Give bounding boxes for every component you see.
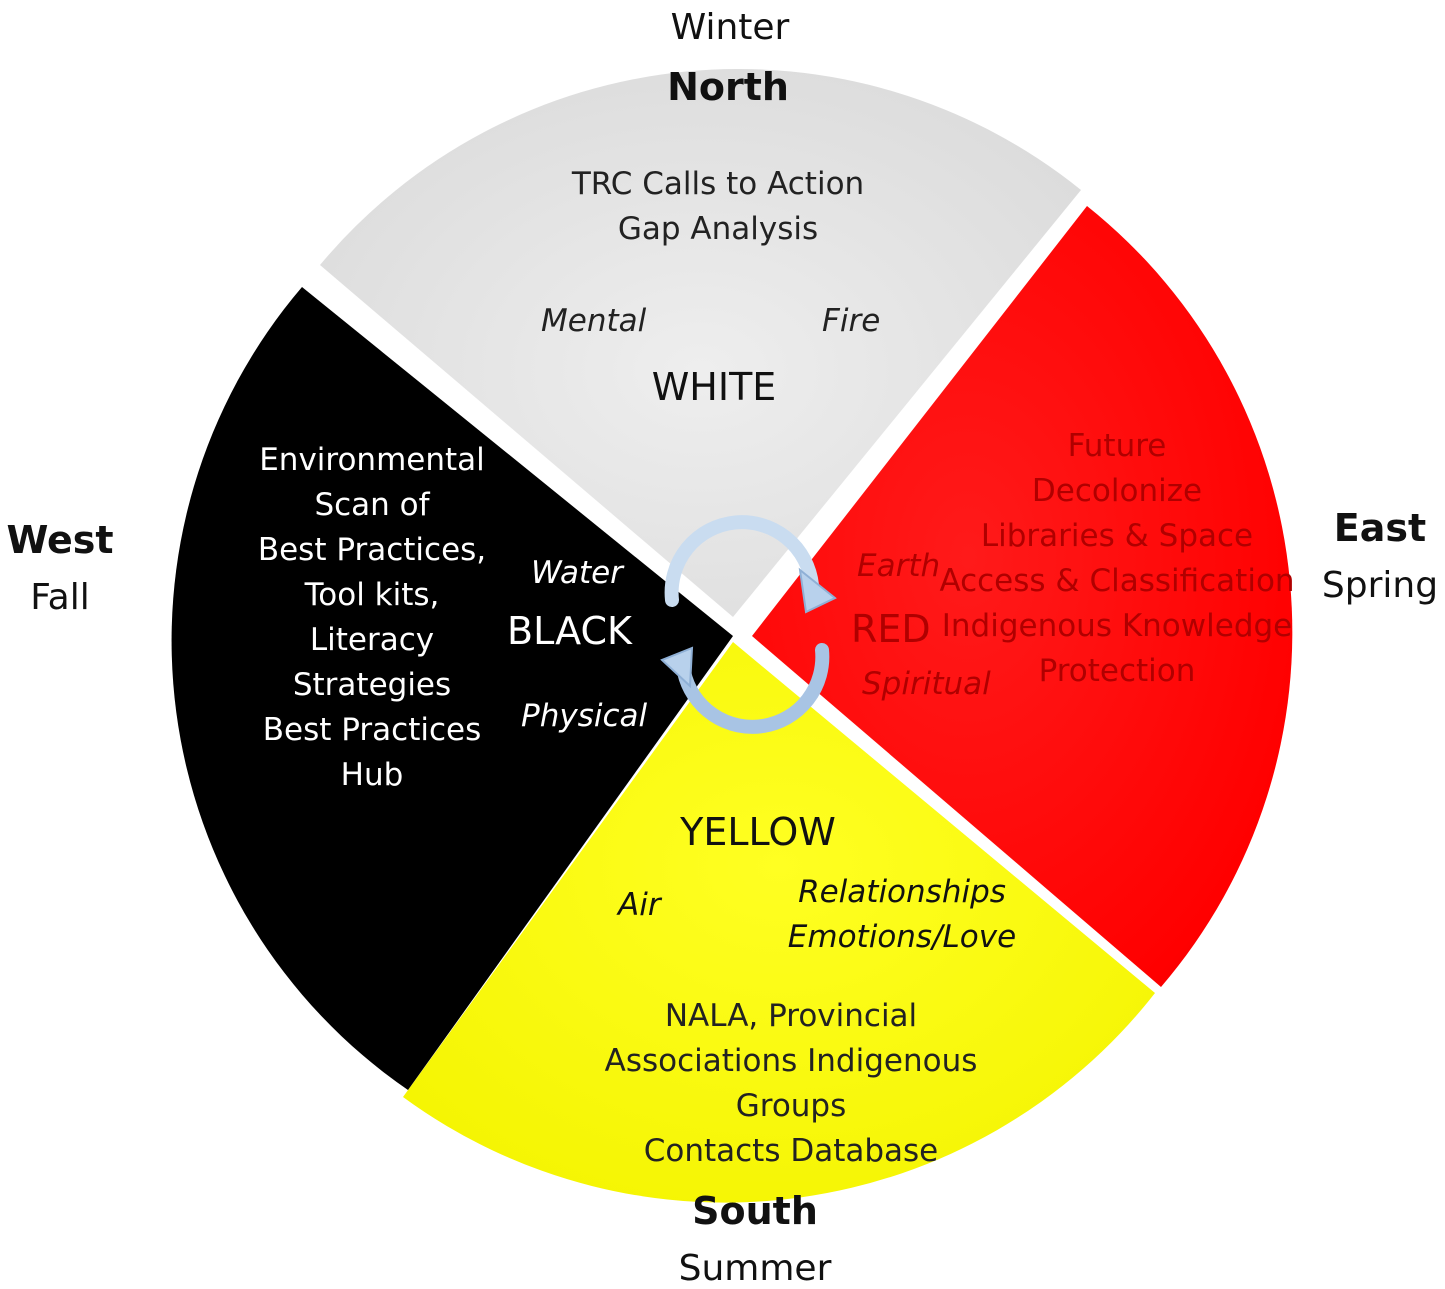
north-element: Fire (822, 303, 881, 339)
list-item: Scan of (314, 487, 430, 523)
east-element: Earth (857, 548, 941, 584)
south-aspect: Relationships Emotions/Love (788, 870, 1016, 960)
south-color-name: YELLOW (680, 810, 836, 854)
list-item: Best Practices (262, 712, 482, 748)
east-direction: East (1333, 506, 1427, 550)
list-item: NALA, Provincial (664, 998, 918, 1034)
south-season: Summer (678, 1248, 832, 1289)
east-season: Spring (1321, 565, 1439, 606)
list-item: Protection (1038, 653, 1196, 689)
south-direction: South (692, 1189, 818, 1233)
list-item: Best Practices, (257, 532, 487, 568)
black-quadrant (171, 287, 733, 1090)
north-aspect: Mental (541, 303, 647, 339)
south-element: Air (618, 887, 661, 923)
red-quadrant (752, 206, 1293, 987)
yellow-quadrant (403, 642, 1155, 1203)
east-items: Future Decolonize Libraries & Space Acce… (939, 424, 1294, 694)
list-item: Literacy (309, 622, 435, 658)
list-item: Environmental (259, 442, 485, 478)
list-item: Indigenous Knowledge (941, 608, 1293, 644)
list-item: Access & Classification (939, 563, 1295, 599)
list-item: Hub (340, 757, 404, 793)
north-season: Winter (670, 7, 790, 48)
list-item: Contacts Database (643, 1133, 939, 1169)
list-item: Relationships (798, 874, 1006, 910)
list-item: Strategies (292, 667, 452, 703)
list-item: Gap Analysis (617, 211, 819, 247)
west-direction: West (6, 518, 114, 562)
east-aspect: Spiritual (862, 666, 991, 702)
list-item: Groups (735, 1088, 847, 1124)
list-item: TRC Calls to Action (571, 166, 865, 202)
list-item: Tool kits, (304, 577, 440, 613)
north-direction: North (667, 65, 789, 109)
south-items: NALA, Provincial Associations Indigenous… (605, 994, 978, 1174)
west-season: Fall (30, 577, 90, 618)
west-aspect: Physical (521, 698, 648, 734)
west-element: Water (531, 555, 623, 591)
list-item: Future (1067, 428, 1167, 464)
west-items: Environmental Scan of Best Practices, To… (258, 438, 486, 798)
north-items: TRC Calls to Action Gap Analysis (572, 162, 864, 252)
white-quadrant (320, 69, 1081, 617)
north-color-name: WHITE (651, 365, 777, 409)
list-item: Libraries & Space (980, 518, 1254, 554)
list-item: Associations Indigenous (604, 1043, 978, 1079)
list-item: Decolonize (1031, 473, 1203, 509)
east-color-name: RED (851, 607, 931, 651)
west-color-name: BLACK (507, 609, 632, 653)
cycle-arrowheads (660, 567, 837, 689)
list-item: Emotions/Love (787, 919, 1017, 955)
